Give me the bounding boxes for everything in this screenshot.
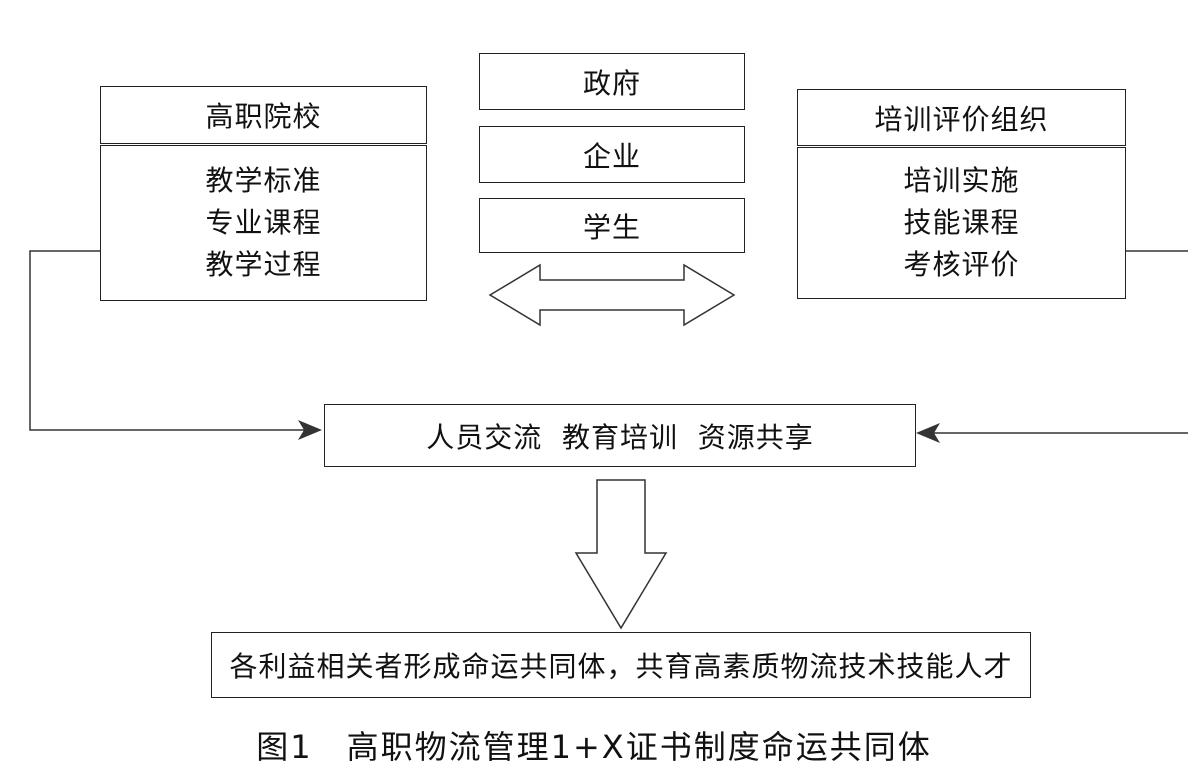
exchange-box: 人员交流 教育培训 资源共享 bbox=[324, 404, 916, 467]
left-connector-line bbox=[29, 250, 312, 431]
center-box-label: 学生 bbox=[582, 210, 641, 244]
center-box-government: 政府 bbox=[479, 53, 745, 110]
right-org-item: 技能课程 bbox=[903, 206, 1020, 239]
down-arrow-icon bbox=[574, 479, 668, 630]
center-box-label: 企业 bbox=[582, 139, 641, 173]
right-org-item: 考核评价 bbox=[903, 248, 1020, 281]
left-org-title: 高职院校 bbox=[100, 86, 427, 144]
center-box-student: 学生 bbox=[479, 198, 745, 253]
result-box-text: 各利益相关者形成命运共同体，共育高素质物流技术技能人才 bbox=[229, 650, 1013, 683]
left-org-item: 教学过程 bbox=[205, 248, 322, 281]
center-box-enterprise: 企业 bbox=[479, 126, 745, 183]
center-box-label: 政府 bbox=[582, 66, 641, 100]
right-org-title-text: 培训评价组织 bbox=[874, 102, 1049, 136]
right-org-item: 培训实施 bbox=[903, 164, 1020, 197]
left-org-title-text: 高职院校 bbox=[205, 100, 322, 133]
right-org-items: 培训实施 技能课程 考核评价 bbox=[797, 147, 1126, 299]
left-org-items: 教学标准 专业课程 教学过程 bbox=[100, 145, 427, 301]
double-arrow-icon bbox=[488, 263, 736, 327]
left-org-item: 教学标准 bbox=[205, 164, 322, 197]
right-org-title: 培训评价组织 bbox=[797, 89, 1126, 146]
right-connector-arrowhead bbox=[916, 423, 940, 443]
left-connector-arrowhead bbox=[298, 420, 322, 440]
result-box: 各利益相关者形成命运共同体，共育高素质物流技术技能人才 bbox=[211, 632, 1031, 698]
left-org-item: 专业课程 bbox=[205, 206, 322, 239]
exchange-box-text: 人员交流 教育培训 资源共享 bbox=[426, 420, 814, 454]
figure-caption: 图1 高职物流管理1+X证书制度命运共同体 bbox=[256, 728, 932, 766]
